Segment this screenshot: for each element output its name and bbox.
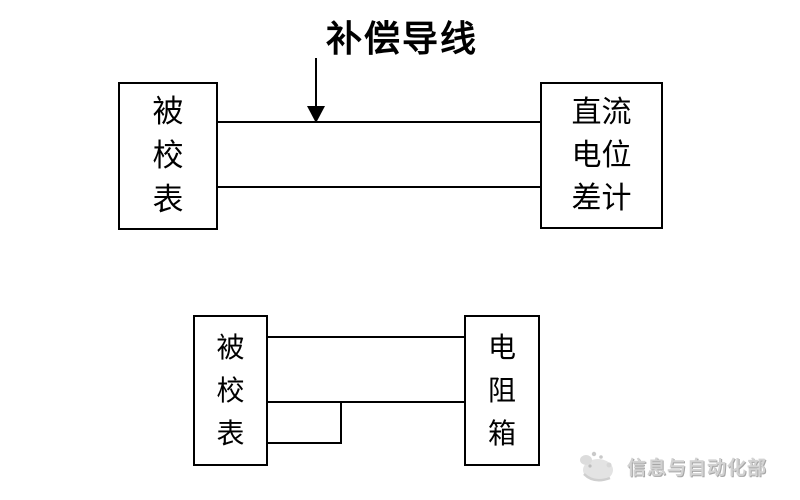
meter-under-test-box-2: 被 校 表 <box>193 315 268 466</box>
meter-under-test-box: 被 校 表 <box>118 82 218 230</box>
box-label-line: 电 <box>487 332 516 363</box>
top-diagram-upper-wire <box>217 121 542 123</box>
box-label-line: 差计 <box>571 182 632 215</box>
bottom-diagram-stub-horizontal-wire <box>266 442 342 444</box>
compensation-wire-label: 补偿导线 <box>326 18 479 59</box>
box-label-line: 箱 <box>487 418 516 449</box>
box-label-line: 被 <box>216 332 245 363</box>
watermark-text: 信息与自动化部 <box>627 457 768 479</box>
bottom-diagram-upper-wire <box>266 336 466 338</box>
dc-potentiometer-box: 直流 电位 差计 <box>540 82 663 229</box>
box-label-line: 被 <box>152 94 184 129</box>
box-label-line: 直流 <box>571 96 632 129</box>
down-arrow-line <box>315 58 317 108</box>
box-label-line: 阻 <box>487 375 516 406</box>
box-label-line: 表 <box>216 418 245 449</box>
bottom-diagram-stub-vertical-wire <box>340 401 342 444</box>
box-label-line: 校 <box>152 138 184 173</box>
watermark: 信息与自动化部 <box>574 444 767 488</box>
down-arrow-icon <box>307 106 325 123</box>
resistance-box: 电 阻 箱 <box>464 315 540 466</box>
box-label-line: 电位 <box>571 139 632 172</box>
box-label-line: 校 <box>216 375 245 406</box>
bottom-diagram-middle-wire <box>266 401 466 403</box>
box-label-line: 表 <box>152 182 184 217</box>
brand-logo-icon <box>580 451 613 482</box>
top-diagram-lower-wire <box>217 186 542 188</box>
